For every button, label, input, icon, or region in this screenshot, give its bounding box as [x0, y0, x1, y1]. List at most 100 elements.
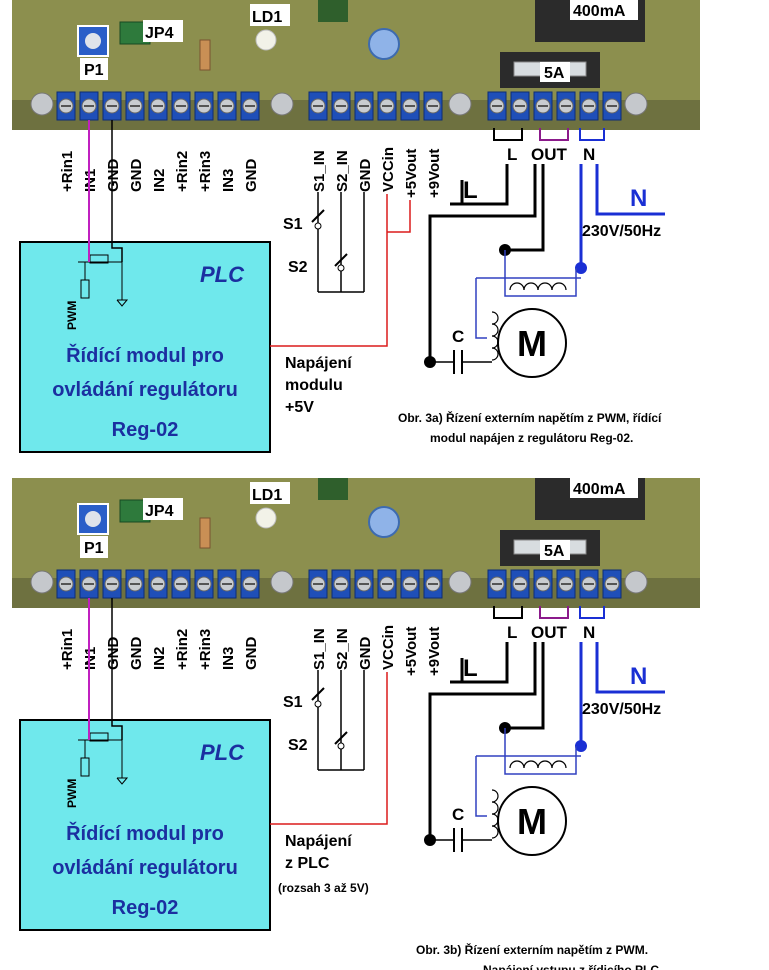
potentiometer-knob: [85, 33, 101, 49]
power-label-line: z PLC: [285, 855, 330, 872]
terminal-label: IN1: [82, 169, 99, 192]
screw-terminal: [510, 91, 530, 121]
plc-title: PLC: [200, 262, 245, 287]
ground-symbol: [116, 299, 129, 307]
fuse-big-label: 5A: [544, 65, 565, 82]
s2-label: S2: [288, 259, 308, 276]
terminal-label-l: L: [507, 623, 517, 642]
wire-5vout: [387, 200, 411, 233]
s1-label: S1: [283, 216, 303, 233]
terminal-label: GND: [243, 637, 260, 671]
s1-contact: [314, 700, 322, 708]
winding-coil: [551, 760, 567, 769]
l-line-label: L: [463, 177, 478, 204]
plc-box: [19, 719, 271, 931]
led: [255, 29, 277, 51]
terminal-label: +5Vout: [403, 149, 420, 198]
screw-terminal: [240, 569, 260, 599]
screw-terminal: [487, 569, 507, 599]
p1-label-bg: [80, 536, 108, 558]
terminal-label-out: OUT: [531, 145, 568, 164]
ld1-label: LD1: [252, 9, 282, 26]
mounting-screw: [270, 570, 294, 594]
mains-label: 230V/50Hz: [582, 701, 661, 718]
screw-terminal: [423, 91, 443, 121]
winding-coil: [523, 760, 539, 769]
terminal-label-n: N: [583, 145, 595, 164]
screw-terminal: [148, 91, 168, 121]
fuse-small-label: 400mA: [573, 3, 626, 20]
winding-coil: [537, 282, 553, 291]
jp4-label: JP4: [145, 503, 174, 520]
pwm-label: PWM: [65, 779, 79, 808]
capacitor-label: C: [452, 805, 464, 824]
terminal-label: +Rin1: [59, 151, 76, 192]
terminal-label: IN3: [220, 647, 237, 670]
screw-terminal: [240, 91, 260, 121]
winding-wire: [504, 728, 577, 775]
terminal-label: IN3: [220, 169, 237, 192]
screw-terminal: [354, 569, 374, 599]
screw-terminal: [377, 569, 397, 599]
screw-terminal: [487, 91, 507, 121]
power-label-line: +5V: [285, 399, 314, 416]
screw-terminal: [125, 91, 145, 121]
potentiometer: [77, 25, 109, 57]
terminal-label-l: L: [507, 145, 517, 164]
s2-lever: [334, 253, 348, 267]
winding-coil: [491, 323, 499, 337]
terminal-label: GND: [128, 159, 145, 193]
terminal-label: +Rin2: [174, 629, 191, 670]
screw-terminal: [148, 569, 168, 599]
terminal-label: +9Vout: [426, 149, 443, 198]
l-line-label: L: [463, 655, 478, 682]
mounting-screw: [448, 570, 472, 594]
bracket-l: [493, 606, 523, 619]
terminal-label: +Rin3: [197, 151, 214, 192]
mains-label: 230V/50Hz: [582, 223, 661, 240]
screw-terminal: [331, 569, 351, 599]
plc-box: [19, 241, 271, 453]
winding-coil: [491, 789, 499, 803]
fuse-small-label-bg: [570, 478, 638, 498]
fuse-small-label: 400mA: [573, 481, 626, 498]
ld1-label-bg: [250, 4, 290, 26]
terminal-label: +5Vout: [403, 627, 420, 676]
screw-terminal: [56, 569, 76, 599]
winding-coil: [491, 801, 499, 815]
terminal-label: GND: [357, 637, 374, 671]
screw-terminal: [56, 91, 76, 121]
terminal-label-n: N: [583, 623, 595, 642]
winding-wire: [475, 756, 487, 817]
motor-label: M: [517, 801, 547, 842]
terminal-label: S1_IN: [311, 628, 328, 670]
s1-lever: [311, 687, 325, 701]
mounting-screw: [448, 92, 472, 116]
terminal-label: +Rin3: [197, 629, 214, 670]
caption-line1: Obr. 3b) Řízení externím napětím z PWM.: [416, 942, 648, 957]
caption-line2: modul napájen z regulátoru Reg-02.: [430, 431, 633, 445]
plc-text-line2: ovládání regulátoru: [52, 857, 238, 879]
n-line-label: N: [630, 663, 647, 690]
capacitor-label: C: [452, 327, 464, 346]
s2-lever: [334, 731, 348, 745]
terminal-label: VCCin: [380, 147, 397, 192]
mounting-screw: [270, 92, 294, 116]
motor-label: M: [517, 323, 547, 364]
terminal-label: IN2: [151, 647, 168, 670]
screw-terminal: [400, 569, 420, 599]
p1-label: P1: [84, 540, 104, 557]
terminal-label: GND: [128, 637, 145, 671]
s2-contact: [337, 742, 345, 750]
jp4-label: JP4: [145, 25, 174, 42]
screw-terminal: [602, 91, 622, 121]
regulator-chip: [318, 478, 348, 500]
electrolytic-capacitor: [368, 506, 400, 538]
plc-title: PLC: [200, 740, 245, 765]
